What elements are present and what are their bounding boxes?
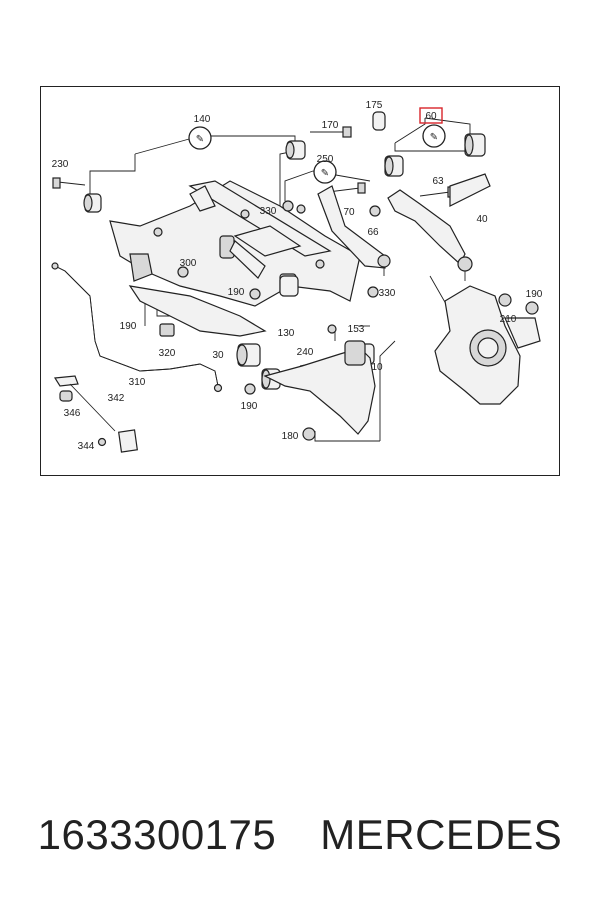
bushings: [83, 111, 486, 390]
callout-153: 153: [348, 324, 365, 335]
callout-190-bottom: 190: [241, 401, 258, 412]
stabilizer-bar: [51, 262, 223, 393]
wrench-callouts: [188, 124, 446, 184]
callout-190-center: 190: [228, 287, 245, 298]
callout-190-right: 190: [526, 289, 543, 300]
callout-170: 170: [322, 120, 339, 131]
parts-diagram: ✎ ✎ ✎ 140 175 60 170 230 250 63 330 70 4…: [51, 100, 543, 453]
callout-330-right: 330: [379, 288, 396, 299]
callout-70: 70: [343, 207, 355, 218]
nuts: [159, 200, 539, 441]
callout-230: 230: [52, 159, 69, 170]
callout-330-top: 330: [260, 206, 277, 217]
callout-60: 60: [425, 111, 437, 122]
callout-10: 10: [371, 362, 383, 373]
wrench-icon-250: ✎: [321, 168, 329, 179]
callout-342: 342: [108, 393, 125, 404]
wrench-icon-140: ✎: [196, 134, 204, 145]
highlight-box: [419, 107, 443, 124]
callout-210: 210: [500, 314, 517, 325]
callout-344: 344: [78, 441, 95, 452]
callout-175: 175: [366, 100, 383, 111]
callout-250: 250: [317, 154, 334, 165]
steering-knuckle: [434, 285, 541, 405]
callout-labels: 140 175 60 170 230 250 63 330 70 40 66 3…: [52, 100, 543, 452]
upper-control-arm: [387, 173, 491, 281]
callout-140: 140: [194, 114, 211, 125]
brand-name: MERCEDES: [320, 811, 563, 858]
callout-190-left: 190: [120, 321, 137, 332]
callout-66: 66: [367, 227, 379, 238]
callout-346: 346: [64, 408, 81, 419]
upper-arm: [317, 185, 391, 276]
callout-300: 300: [180, 258, 197, 269]
lower-arm: [263, 340, 376, 435]
part-info-footer: 1633300175 MERCEDES: [0, 800, 600, 870]
callout-310: 310: [129, 377, 146, 388]
callout-30: 30: [212, 350, 224, 361]
callout-180: 180: [282, 431, 299, 442]
subframe: [109, 180, 361, 337]
callout-320: 320: [159, 348, 176, 359]
level-sensor: [53, 375, 138, 453]
callout-130: 130: [278, 328, 295, 339]
callout-240: 240: [297, 347, 314, 358]
callout-40: 40: [476, 214, 488, 225]
part-number: 1633300175: [37, 811, 277, 858]
wrench-icon-60: ✎: [430, 132, 438, 143]
callout-63: 63: [432, 176, 444, 187]
